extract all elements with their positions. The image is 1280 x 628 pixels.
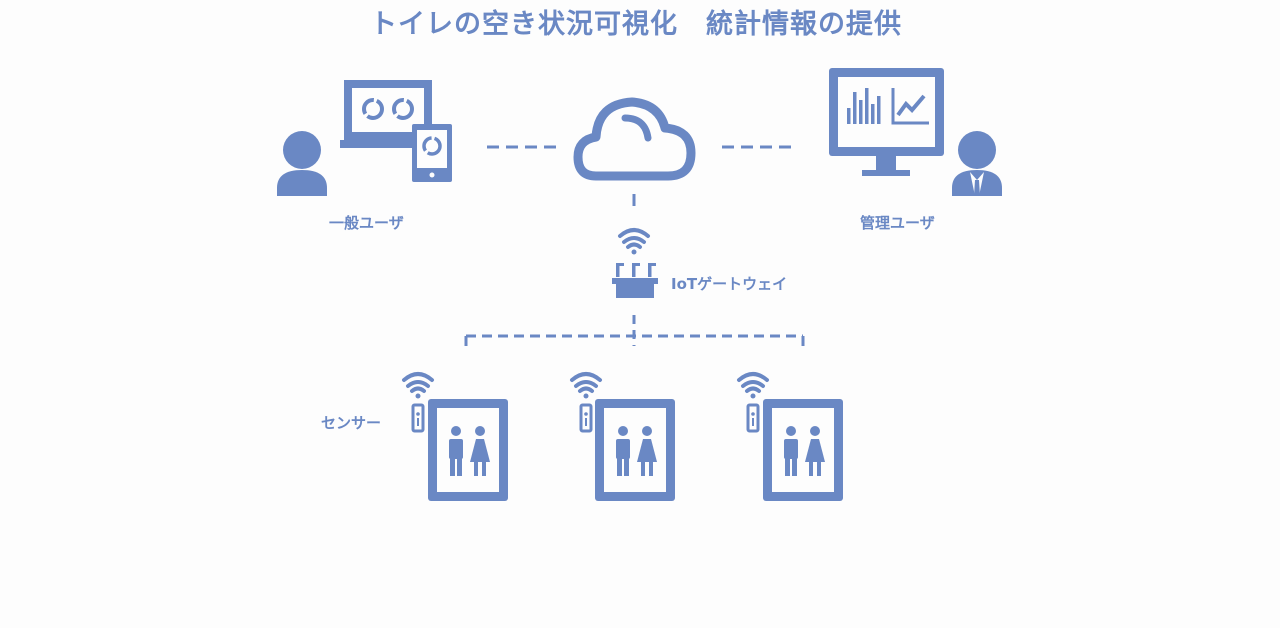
tablet-icon <box>412 124 452 182</box>
restroom-icon <box>784 426 825 476</box>
sensor-icon <box>411 403 425 433</box>
restroom-icon <box>449 426 490 476</box>
admin-user-label: 管理ユーザ <box>860 214 935 232</box>
sensor-network-lines <box>464 315 805 346</box>
restroom-unit-1 <box>402 372 508 501</box>
admin-user-person-icon <box>952 131 1002 196</box>
sensor-label: センサー <box>321 414 382 432</box>
gateway-wifi-icon <box>618 228 650 249</box>
sensor-icon <box>579 403 593 433</box>
iot-gateway-label: IoTゲートウェイ <box>671 275 788 293</box>
gateway-icon <box>612 263 658 298</box>
cloud-icon <box>573 97 696 181</box>
restroom-unit-3 <box>737 372 843 501</box>
general-user-person-icon <box>277 131 327 196</box>
restroom-icon <box>616 426 657 476</box>
sensor-icon <box>746 403 760 433</box>
general-user-label: 一般ユーザ <box>329 214 404 232</box>
monitor-icon <box>829 68 944 176</box>
restroom-unit-2 <box>570 372 675 501</box>
page-title: トイレの空き状況可視化 統計情報の提供 <box>370 9 902 40</box>
gateway-wifi-dot <box>631 249 637 255</box>
